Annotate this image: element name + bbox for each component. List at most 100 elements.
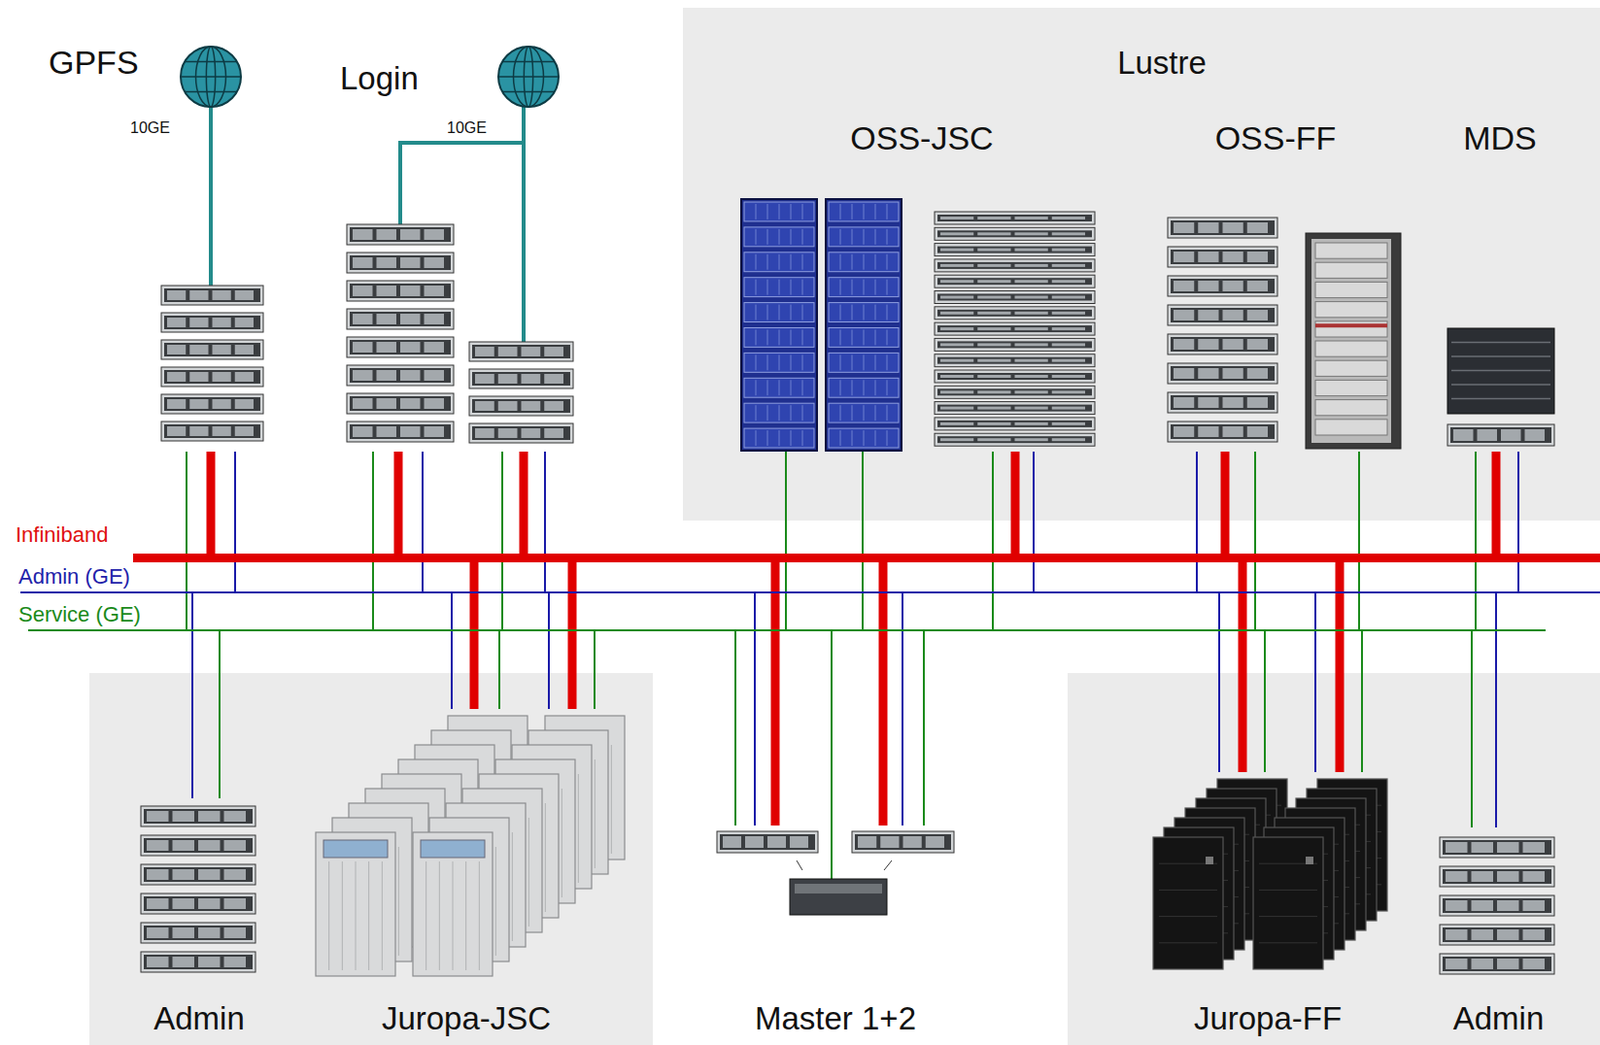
drive-bay [977, 407, 1011, 410]
disk-shelf [744, 303, 815, 323]
drive-bay [1173, 309, 1194, 321]
server-unit [1439, 953, 1555, 975]
drive-bay [352, 229, 374, 240]
tower-drawer [1315, 379, 1388, 396]
server-unit [469, 369, 574, 389]
server-face [1170, 395, 1275, 410]
drive-bay [1197, 339, 1219, 350]
server-unit [161, 367, 264, 387]
drive-bay [1052, 216, 1086, 220]
server-face [349, 424, 451, 440]
server-face [1442, 840, 1552, 855]
device-group: Admin [1432, 827, 1565, 1040]
drive-bay [1471, 871, 1495, 883]
drive-bay [940, 279, 974, 283]
drive-bay [1497, 842, 1520, 853]
bus-connector [1011, 451, 1021, 555]
drive-bay [1247, 280, 1268, 292]
drive-bay [977, 422, 1011, 426]
bus-label: Admin (GE) [18, 564, 131, 589]
disk-shelf [828, 252, 899, 273]
service-wire [830, 825, 833, 880]
disk-slot [802, 204, 804, 220]
disk-slot [790, 305, 792, 321]
server-unit [934, 291, 1095, 305]
drive-bay [940, 311, 974, 315]
drive-bay [977, 279, 1011, 283]
disk-slot [840, 354, 842, 371]
server-unit [1439, 837, 1555, 858]
globe-parallel [180, 75, 241, 78]
drive-bay [167, 317, 186, 328]
drive-bay [1247, 251, 1268, 263]
bus-connector [422, 451, 545, 592]
bus-connector [1264, 631, 1362, 773]
disk-slot [840, 254, 842, 271]
drive-bay [1223, 280, 1244, 292]
drive-bay [1052, 232, 1086, 236]
drive-bay [940, 216, 974, 220]
drive-bay [1015, 264, 1049, 268]
drive-bay [544, 428, 564, 439]
disk-slot [851, 229, 853, 245]
drive-bay [940, 374, 974, 378]
drive-bay [1015, 422, 1049, 426]
server-unit [934, 306, 1095, 320]
rack-slot [452, 861, 454, 971]
drive-bay [189, 290, 208, 301]
drive-bay [212, 317, 232, 328]
rack-slot [439, 861, 441, 971]
master-storage [789, 879, 887, 916]
group-label: GPFS [48, 43, 285, 82]
drive-bay [940, 407, 974, 410]
server-face [937, 230, 1092, 238]
server-face [1442, 898, 1552, 914]
rack-slot [611, 745, 613, 854]
drive-bay [1223, 397, 1244, 409]
globe-parallel [502, 61, 555, 64]
drive-bay [235, 317, 254, 328]
server-unit [1167, 334, 1278, 355]
disk-slot [851, 405, 853, 421]
group-label: Master 1+2 [754, 1000, 917, 1038]
server-face [937, 294, 1092, 302]
rack-panel [420, 840, 485, 858]
drive-bay [352, 313, 374, 325]
drive-bay [146, 869, 170, 881]
drive-bay [521, 374, 542, 384]
disk-shelf [828, 428, 899, 448]
bus-connector [1517, 451, 1520, 592]
disk-slot [779, 330, 781, 346]
drive-bay [1471, 900, 1495, 912]
device-group: Juropa-FF [1141, 772, 1395, 1040]
drive-bay [198, 927, 221, 939]
disk-slot [851, 354, 853, 371]
drive-bay [1197, 368, 1219, 379]
disk-shelf [744, 352, 815, 373]
mds-storage [1447, 328, 1555, 414]
drive-bay [1445, 871, 1468, 883]
disk-slot [767, 354, 769, 371]
bus-band: Service (GE) [28, 629, 1546, 632]
device-group: Juropa-JSC [301, 709, 632, 1040]
globe-parallel [502, 91, 555, 94]
drive-bay [1477, 429, 1498, 442]
drive-bay [475, 428, 495, 439]
bus-connector [206, 451, 216, 555]
drive-bay [189, 372, 208, 382]
server-face [854, 834, 952, 851]
disk-shelf [744, 328, 815, 348]
server-face [1170, 220, 1275, 236]
drive-bay [424, 426, 445, 438]
device-group: Admin [136, 798, 263, 1040]
drive-bay [940, 390, 974, 394]
drive-bay [376, 341, 398, 353]
drive-bay [167, 426, 186, 437]
drive-bay [198, 898, 221, 910]
drive-bay [212, 344, 232, 355]
rack-panel [323, 840, 388, 858]
disk-slot [875, 405, 877, 421]
disk-shelf [828, 277, 899, 298]
drive-bay [1223, 309, 1244, 321]
drive-bay [146, 840, 170, 852]
